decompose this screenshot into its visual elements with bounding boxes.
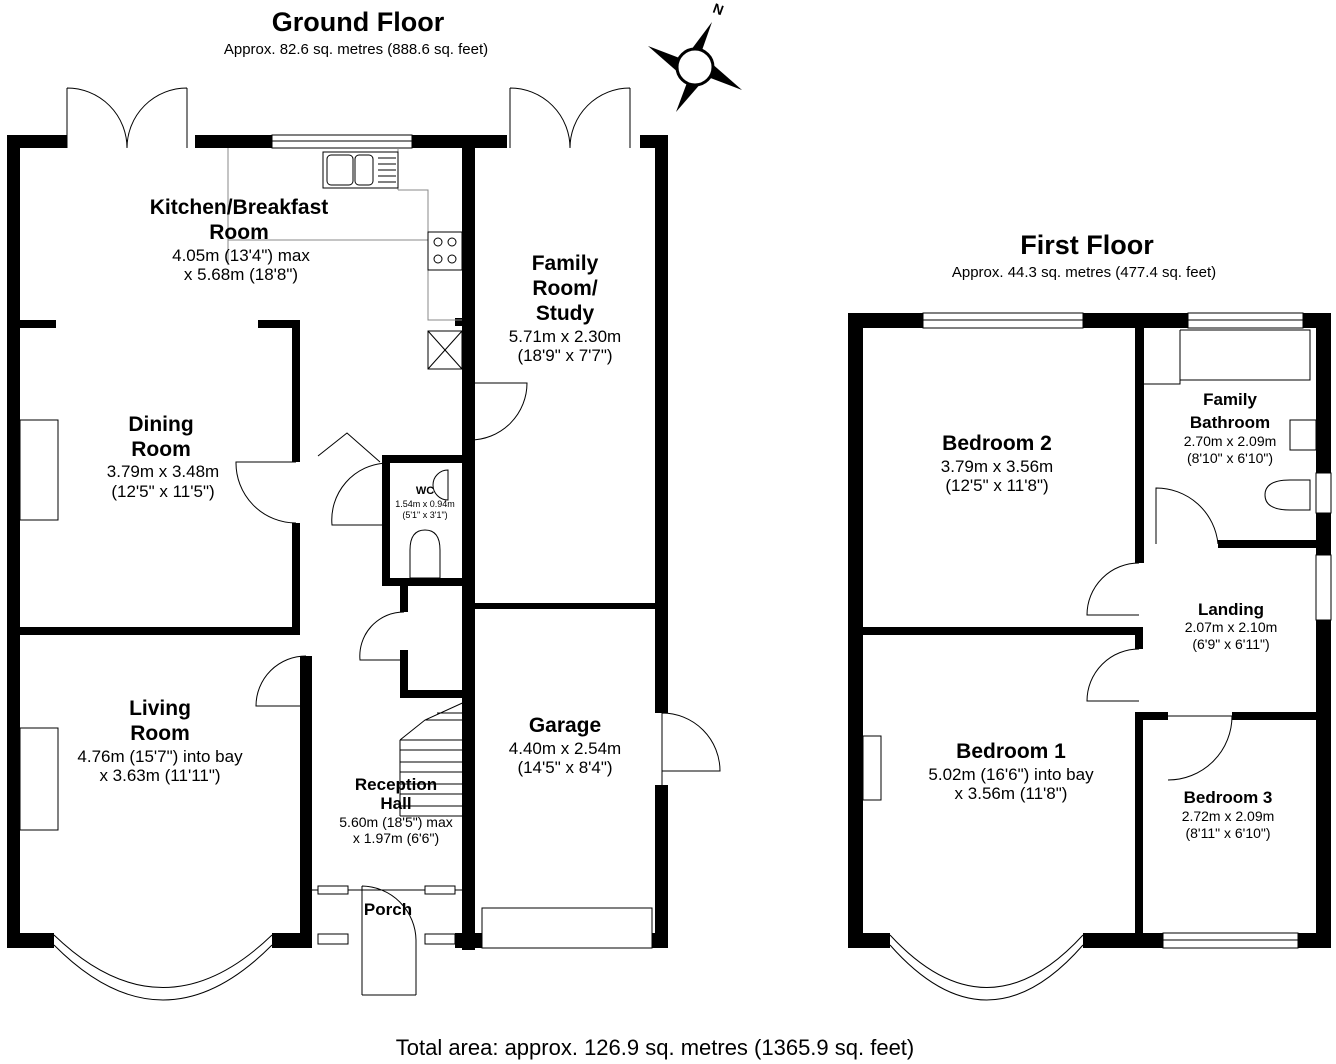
room-dimensions: 4.76m (15'7") into bay <box>77 747 243 766</box>
room-kitchen-label: Kitchen/Breakfast Room 4.05m (13'4") max… <box>150 196 329 284</box>
room-garage-label: Garage 4.40m x 2.54m (14'5" x 8'4") <box>509 714 621 777</box>
room-dimensions: (8'10" x 6'10") <box>1187 450 1273 466</box>
room-dimensions: (14'5" x 8'4") <box>517 758 612 777</box>
room-dimensions: 3.79m x 3.48m <box>107 462 219 481</box>
room-name: Room <box>131 438 191 461</box>
ground-floor-plan <box>7 87 721 1001</box>
room-wc-label: WC 1.54m x 0.94m (5'1" x 3'1") <box>395 485 455 520</box>
room-dimensions: 5.60m (18'5") max <box>339 814 452 830</box>
room-dimensions: 1.54m x 0.94m <box>395 499 455 509</box>
room-name: Bedroom 3 <box>1184 788 1273 807</box>
room-name: Bedroom 2 <box>942 432 1052 455</box>
first-floor-plan <box>848 312 1332 1001</box>
room-dimensions: x 1.97m (6'6") <box>353 830 439 846</box>
first-floor-area: Approx. 44.3 sq. metres (477.4 sq. feet) <box>952 264 1216 281</box>
room-bedroom1-label: Bedroom 1 5.02m (16'6") into bay x 3.56m… <box>928 740 1094 803</box>
room-dimensions: (18'9" x 7'7") <box>517 346 612 365</box>
room-dining-label: Dining Room 3.79m x 3.48m (12'5" x 11'5"… <box>107 413 219 501</box>
compass-north-label: N <box>711 0 726 18</box>
room-name: Kitchen/Breakfast <box>150 196 329 219</box>
room-dimensions: x 3.63m (11'11") <box>99 766 220 785</box>
room-dimensions: (5'1" x 3'1") <box>402 510 447 520</box>
room-dimensions: 3.79m x 3.56m <box>941 457 1053 476</box>
room-name: Landing <box>1198 600 1264 619</box>
room-name: Room/ <box>532 277 597 300</box>
first-floor-header: First Floor Approx. 44.3 sq. metres (477… <box>952 230 1216 281</box>
room-name: WC <box>416 485 434 497</box>
room-dimensions: (6'9" x 6'11") <box>1192 636 1269 652</box>
room-dimensions: 2.07m x 2.10m <box>1185 619 1278 635</box>
room-name: Family <box>1203 390 1257 409</box>
room-name: Bathroom <box>1190 413 1270 432</box>
room-dimensions: 5.71m x 2.30m <box>509 327 621 346</box>
room-name: Family <box>532 252 599 275</box>
room-dimensions: 2.70m x 2.09m <box>1184 433 1277 449</box>
room-family-label: Family Room/ Study 5.71m x 2.30m (18'9" … <box>509 252 621 365</box>
ground-floor-area: Approx. 82.6 sq. metres (888.6 sq. feet) <box>224 41 488 58</box>
room-dimensions: (12'5" x 11'8") <box>945 476 1048 495</box>
room-porch-label: Porch <box>364 900 412 919</box>
room-dimensions: (8'11" x 6'10") <box>1185 825 1270 841</box>
room-name: Garage <box>529 714 601 737</box>
room-name: Living <box>129 697 191 720</box>
room-landing-label: Landing 2.07m x 2.10m (6'9" x 6'11") <box>1185 600 1278 652</box>
room-dimensions: (12'5" x 11'5") <box>111 482 214 501</box>
ground-floor-title: Ground Floor <box>272 7 445 37</box>
room-name: Porch <box>364 900 412 919</box>
room-dimensions: 5.02m (16'6") into bay <box>928 765 1094 784</box>
room-dimensions: 4.05m (13'4") max <box>172 246 310 265</box>
room-dimensions: x 5.68m (18'8") <box>184 265 298 284</box>
room-bedroom2-label: Bedroom 2 3.79m x 3.56m (12'5" x 11'8") <box>941 432 1053 495</box>
room-bedroom3-label: Bedroom 3 2.72m x 2.09m (8'11" x 6'10") <box>1182 788 1275 841</box>
room-dimensions: 4.40m x 2.54m <box>509 739 621 758</box>
room-reception-label: Reception Hall 5.60m (18'5") max x 1.97m… <box>339 775 452 846</box>
room-dimensions: x 3.56m (11'8") <box>955 784 1068 803</box>
first-floor-title: First Floor <box>1020 230 1154 260</box>
total-area: Total area: approx. 126.9 sq. metres (13… <box>396 1035 915 1060</box>
room-dimensions: 2.72m x 2.09m <box>1182 808 1275 824</box>
room-name: Hall <box>380 794 411 813</box>
room-name: Room <box>209 221 269 244</box>
room-name: Study <box>536 302 595 325</box>
room-living-label: Living Room 4.76m (15'7") into bay x 3.6… <box>77 697 243 785</box>
room-name: Room <box>130 722 190 745</box>
room-name: Bedroom 1 <box>956 740 1066 763</box>
compass-icon: N <box>648 0 742 112</box>
room-name: Dining <box>128 413 193 436</box>
room-name: Reception <box>355 775 437 794</box>
ground-floor-header: Ground Floor Approx. 82.6 sq. metres (88… <box>224 7 488 58</box>
room-bathroom-label: Family Bathroom 2.70m x 2.09m (8'10" x 6… <box>1184 390 1277 466</box>
